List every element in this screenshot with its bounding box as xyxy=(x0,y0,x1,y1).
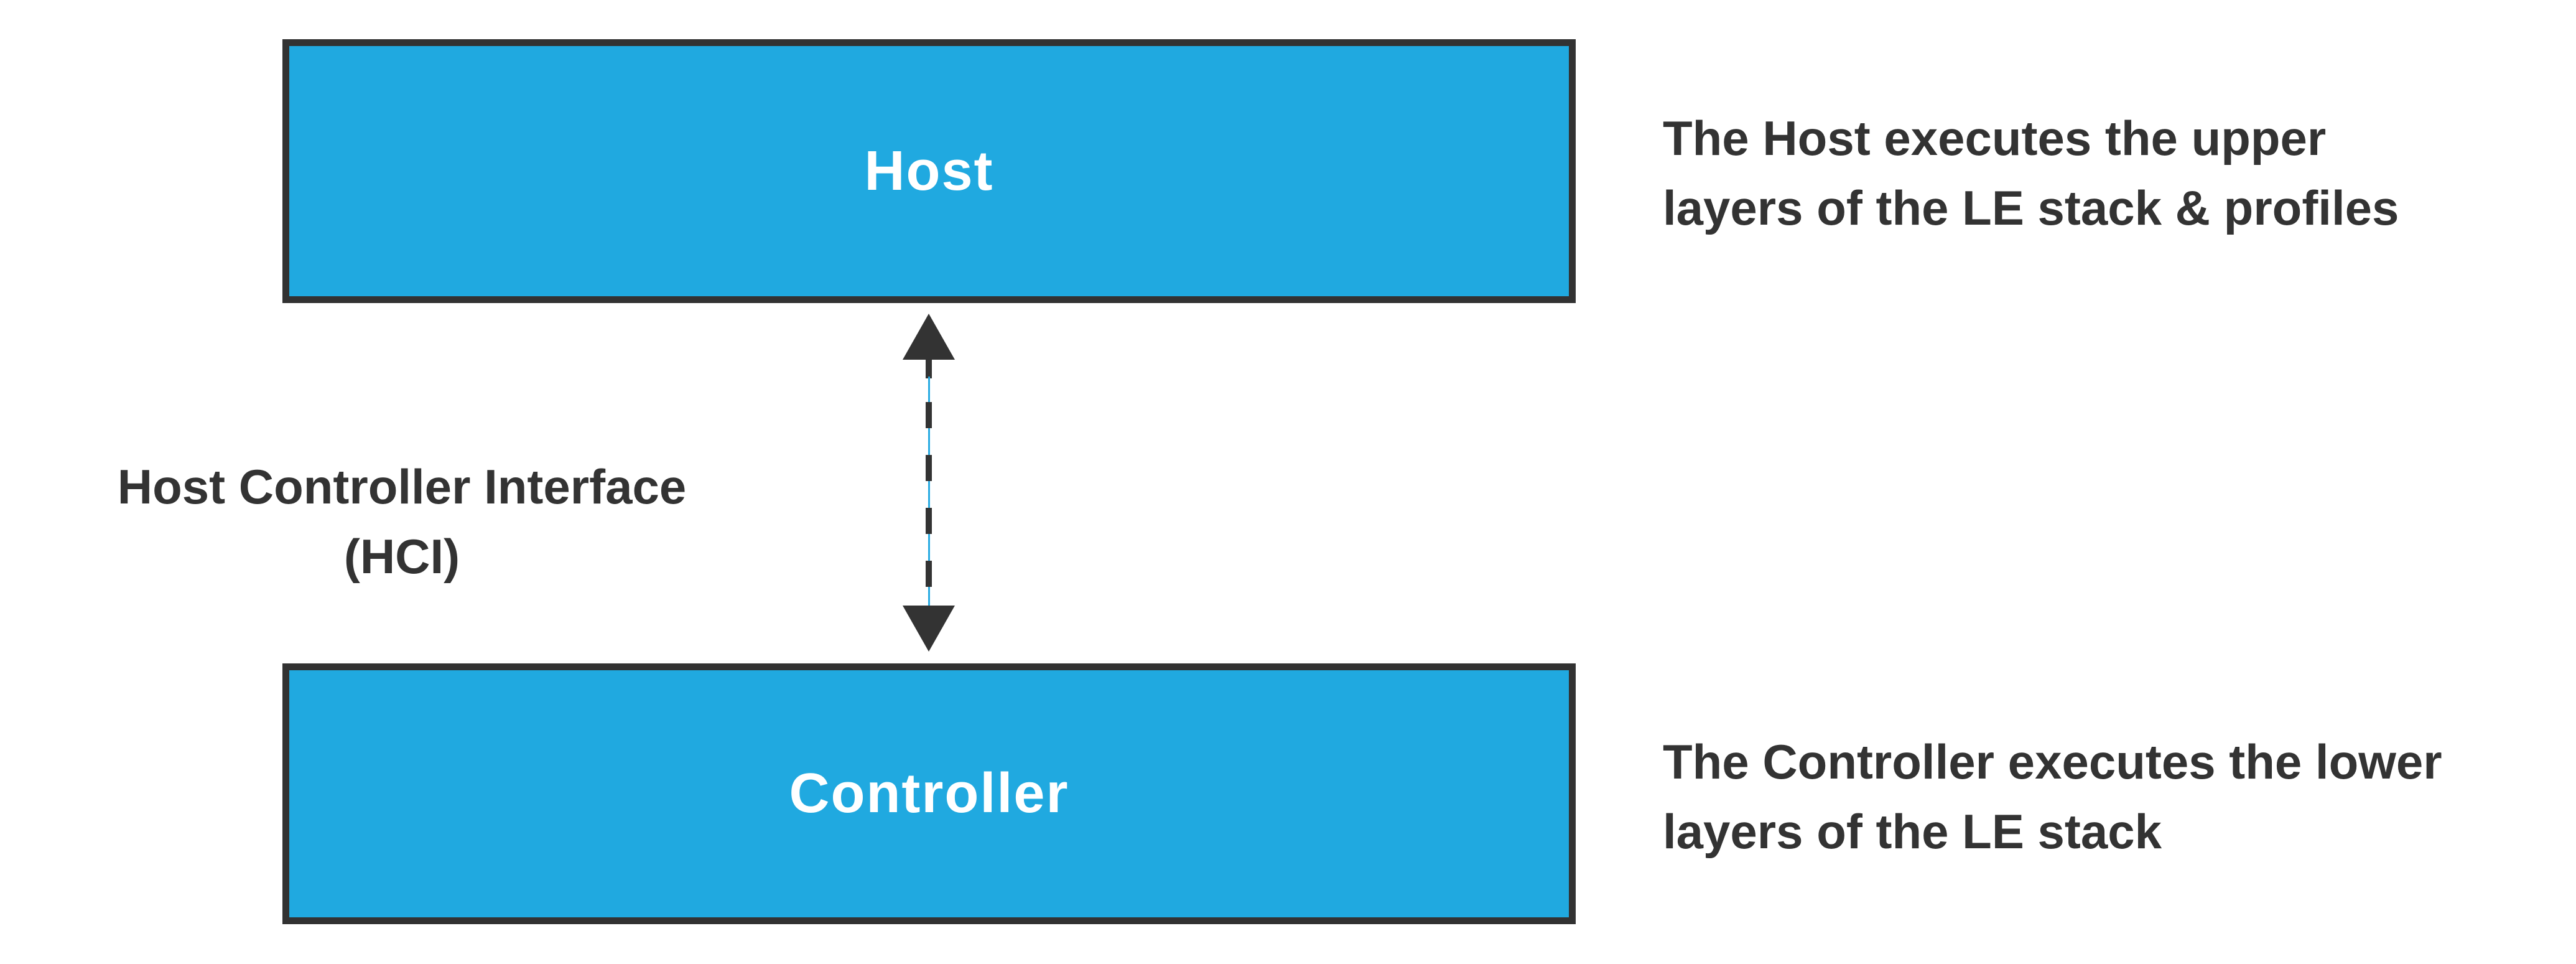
host-annotation: The Host executes the upper layers of th… xyxy=(1663,103,2399,243)
arrow-down-icon xyxy=(903,606,955,652)
controller-box: Controller xyxy=(282,663,1576,924)
controller-annotation: The Controller executes the lower layers… xyxy=(1663,727,2442,866)
controller-annotation-line2: layers of the LE stack xyxy=(1663,804,2162,859)
connector-dashed-line xyxy=(926,402,932,589)
hci-connector-label: Host Controller Interface (HCI) xyxy=(93,452,710,591)
hci-label-line1: Host Controller Interface xyxy=(117,459,687,514)
host-box-label: Host xyxy=(864,139,994,202)
controller-box-label: Controller xyxy=(789,762,1069,825)
host-annotation-line1: The Host executes the upper xyxy=(1663,111,2327,166)
host-box: Host xyxy=(282,39,1576,303)
host-annotation-line2: layers of the LE stack & profiles xyxy=(1663,180,2399,235)
arrow-up-icon xyxy=(903,314,955,360)
controller-annotation-line1: The Controller executes the lower xyxy=(1663,734,2442,789)
hci-label-line2: (HCI) xyxy=(343,529,460,584)
connector-stub xyxy=(926,357,932,378)
